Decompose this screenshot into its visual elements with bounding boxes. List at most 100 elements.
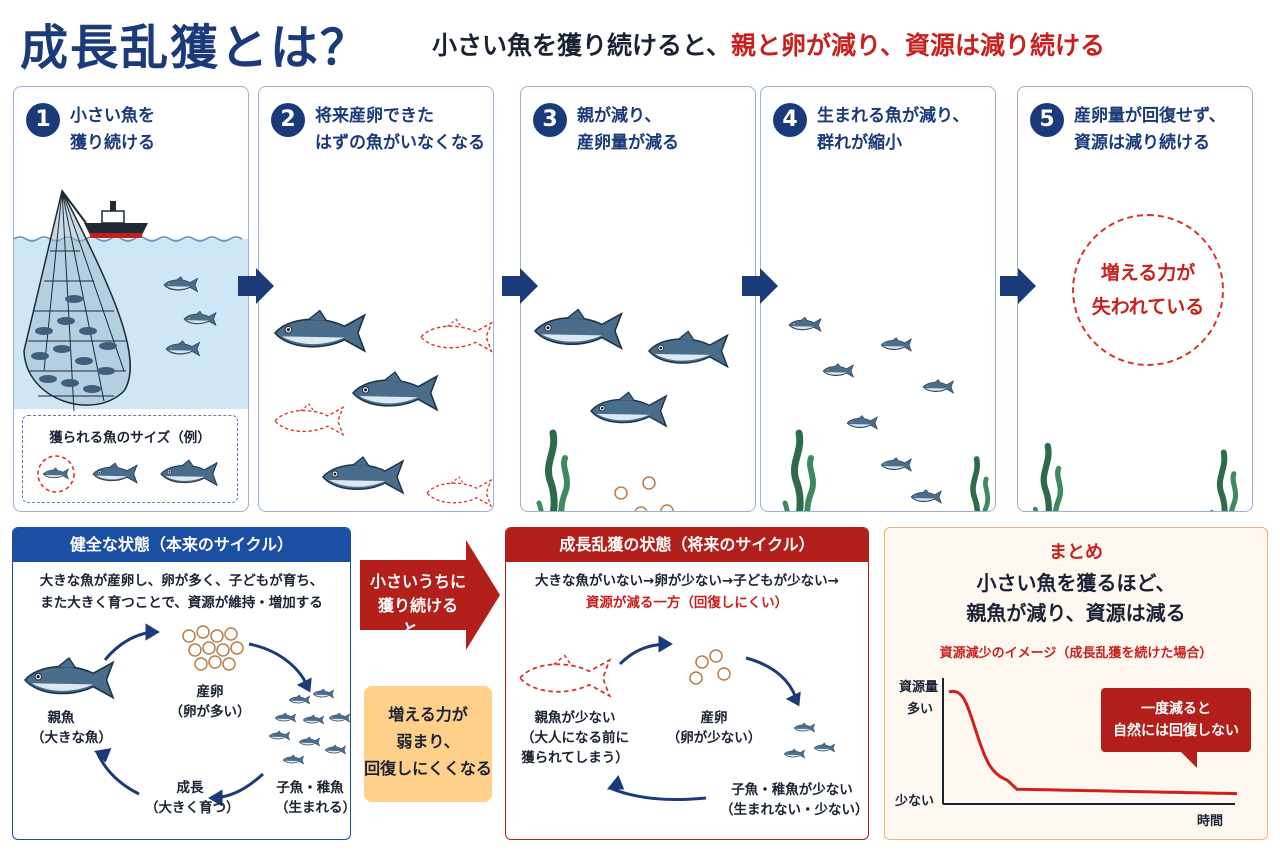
transition-line2: 獲り続けると…: [377, 596, 458, 639]
step-panel-3: 3 親が減り、産卵量が減る: [520, 86, 756, 512]
healthy-grow-line1: 成長: [176, 780, 204, 796]
page-subtitle: 小さい魚を獲り続けると、親と卵が減り、資源は減り続ける: [432, 26, 1105, 62]
healthy-cycle-diagram: [24, 623, 350, 807]
subtitle-black: 小さい魚を獲り続けると、: [432, 31, 732, 60]
step-3-text: 親が減り、産卵量が減る: [577, 103, 749, 157]
resource-decline-chart: [942, 678, 1238, 805]
healthy-parent-line2: （大きな魚）: [31, 730, 112, 746]
healthy-young-line2: （生まれる）: [275, 800, 351, 816]
step-4-line1: 生まれる魚が減り、: [817, 106, 970, 126]
step-1-scene: [14, 188, 248, 412]
overfished-young-line2: （生まれない・少ない）: [720, 802, 869, 818]
fish-size-examples: [37, 455, 218, 493]
step-3-title: 3 親が減り、産卵量が減る: [533, 101, 749, 171]
overfished-description: 大きな魚がいない→卵が少ない→子どもが少ない→資源が減る一方（回復しにくい）: [506, 570, 868, 614]
few-eggs-icon: [689, 649, 731, 685]
overfished-egg-line2: （卵が少ない）: [666, 730, 762, 746]
overfished-egg-line1: 産卵: [700, 710, 728, 726]
chart-y-low: 少ない: [895, 794, 935, 809]
step-2-number: 2: [271, 103, 305, 137]
overfished-young-label: 子魚・稚魚が少ない （生まれない・少ない）: [720, 780, 868, 820]
egg-icons: [614, 476, 674, 511]
step-1-title: 1 小さい魚を獲り続ける: [26, 101, 242, 171]
overfished-cycle-box: 成長乱獲の状態（将来のサイクル） 大きな魚がいない→卵が少ない→子どもが少ない→…: [505, 527, 869, 840]
step-2-line1: 将来産卵できた: [315, 106, 434, 126]
bubble-line1: 増える力が: [1100, 262, 1196, 284]
callout-line2: 自然には回復しない: [1113, 723, 1239, 739]
resource-decline-line: [948, 689, 1238, 796]
step-panel-4: 4 生まれる魚が減り、群れが縮小: [760, 86, 996, 512]
summary-title: まとめ: [1049, 542, 1103, 563]
summary-box: まとめ 小さい魚を獲るほど、親魚が減り、資源は減る 資源減少のイメージ（成長乱獲…: [884, 527, 1268, 840]
step-5-line1: 産卵量が回復せず、: [1074, 106, 1226, 126]
healthy-egg-line1: 産卵: [196, 684, 224, 700]
transition-arrow: 小さいうちに獲り続けると…: [360, 540, 500, 650]
summary-line2: 親魚が減り、資源は減る: [966, 601, 1186, 625]
lost-growth-bubble: 増える力が失われている: [1072, 214, 1224, 366]
step-4-line2: 群れが縮小: [817, 133, 902, 153]
step-3-number: 3: [533, 103, 567, 137]
weakened-line2: 弱まり、: [396, 732, 460, 751]
step-4-number: 4: [773, 103, 807, 137]
healthy-parent-line1: 親魚: [47, 710, 75, 726]
step-5-number: 5: [1030, 103, 1064, 137]
overfished-parent-line3: 獲られてしまう）: [521, 750, 629, 766]
healthy-egg-label: 産卵 （卵が多い）: [165, 682, 255, 722]
step-4-text: 生まれる魚が減り、群れが縮小: [817, 103, 989, 157]
overfished-young-line1: 子魚・稚魚が少ない: [731, 782, 853, 798]
fishing-boat-icon: [61, 190, 148, 238]
healthy-grow-line2: （大きく育つ）: [145, 800, 240, 816]
bubble-line2: 失われている: [1091, 296, 1205, 318]
subtitle-red: 親と卵が減り、資源は減り続ける: [731, 31, 1106, 60]
overfished-desc-line2: 資源が減る一方（回復しにくい）: [585, 595, 789, 611]
step-2-scene: [274, 309, 493, 507]
weakened-note: 増える力が弱まり、回復しにくくなる: [364, 686, 492, 802]
overfished-parent-line1: 親魚が少ない: [534, 710, 616, 726]
weakened-line3: 回復しにくくなる: [364, 759, 492, 778]
fish-size-label: 獲られる魚のサイズ（例）: [49, 430, 211, 446]
step-4-title: 4 生まれる魚が減り、群れが縮小: [773, 101, 989, 171]
step-panel-1: 1 小さい魚を獲り続ける 獲られる魚のサイズ（例）: [13, 86, 249, 512]
transition-label: 小さいうちに獲り続けると…: [366, 570, 470, 642]
no-recovery-callout: 一度減ると自然には回復しない: [1101, 688, 1251, 752]
summary-main: 小さい魚を獲るほど、親魚が減り、資源は減る: [885, 568, 1267, 628]
callout-line1: 一度減ると: [1141, 701, 1211, 717]
healthy-desc-line2: また大きく育つことで、資源が維持・増加する: [40, 595, 323, 611]
healthy-egg-line2: （卵が多い）: [169, 704, 251, 720]
healthy-parent-label: 親魚 （大きな魚）: [31, 708, 112, 748]
step-5-text: 産卵量が回復せず、資源は減り続ける: [1074, 103, 1246, 157]
fish-size-example-box: 獲られる魚のサイズ（例）: [22, 415, 238, 503]
transition-line1: 小さいうちに: [369, 572, 466, 591]
overfished-heading: 成長乱獲の状態（将来のサイクル）: [506, 528, 868, 562]
fishing-net-icon: [23, 188, 131, 412]
overfished-parent-line2: （大人になる前に: [521, 730, 629, 746]
healthy-heading: 健全な状態（本来のサイクル）: [13, 528, 350, 562]
chart-xlabel: 時間: [1197, 814, 1224, 829]
page-title: 成長乱獲とは？: [20, 20, 371, 76]
many-eggs-icon: [182, 625, 244, 671]
chart-y-high: 多い: [907, 702, 934, 717]
step-2-line2: はずの魚がいなくなる: [315, 133, 485, 153]
chart-ylabel: 資源量: [899, 680, 939, 695]
step-panel-2: 2 将来産卵できたはずの魚がいなくなる: [258, 86, 494, 512]
step-1-text: 小さい魚を獲り続ける: [70, 103, 242, 157]
step-3-line2: 産卵量が減る: [577, 133, 679, 153]
summary-line1: 小さい魚を獲るほど、: [976, 571, 1176, 595]
healthy-description: 大きな魚が産卵し、卵が多く、子どもが育ち、また大きく育つことで、資源が維持・増加…: [13, 570, 350, 614]
step-2-title: 2 将来産卵できたはずの魚がいなくなる: [271, 101, 487, 171]
healthy-grow-label: 成長 （大きく育つ）: [145, 778, 240, 818]
step-1-line2: 獲り続ける: [70, 133, 155, 153]
step-5-title: 5 産卵量が回復せず、資源は減り続ける: [1030, 101, 1246, 171]
overfished-cycle-arrows: [606, 635, 801, 801]
step-3-line1: 親が減り、: [577, 106, 662, 126]
weakened-line1: 増える力が: [388, 705, 468, 724]
overfished-cycle-diagram: [519, 635, 835, 801]
cycle-arrows: [93, 623, 312, 807]
healthy-desc-line1: 大きな魚が産卵し、卵が多く、子どもが育ち、: [39, 573, 324, 589]
overfished-parent-label: 親魚が少ない （大人になる前に獲られてしまう）: [510, 708, 640, 768]
healthy-young-label: 子魚・稚魚（生まれる）: [275, 778, 350, 818]
step-2-text: 将来産卵できたはずの魚がいなくなる: [315, 103, 487, 157]
step-5-line2: 資源は減り続ける: [1074, 133, 1210, 153]
summary-chart-caption: 資源減少のイメージ（成長乱獲を続けた場合）: [939, 646, 1213, 661]
healthy-cycle-box: 健全な状態（本来のサイクル） 大きな魚が産卵し、卵が多く、子どもが育ち、また大き…: [12, 527, 351, 840]
